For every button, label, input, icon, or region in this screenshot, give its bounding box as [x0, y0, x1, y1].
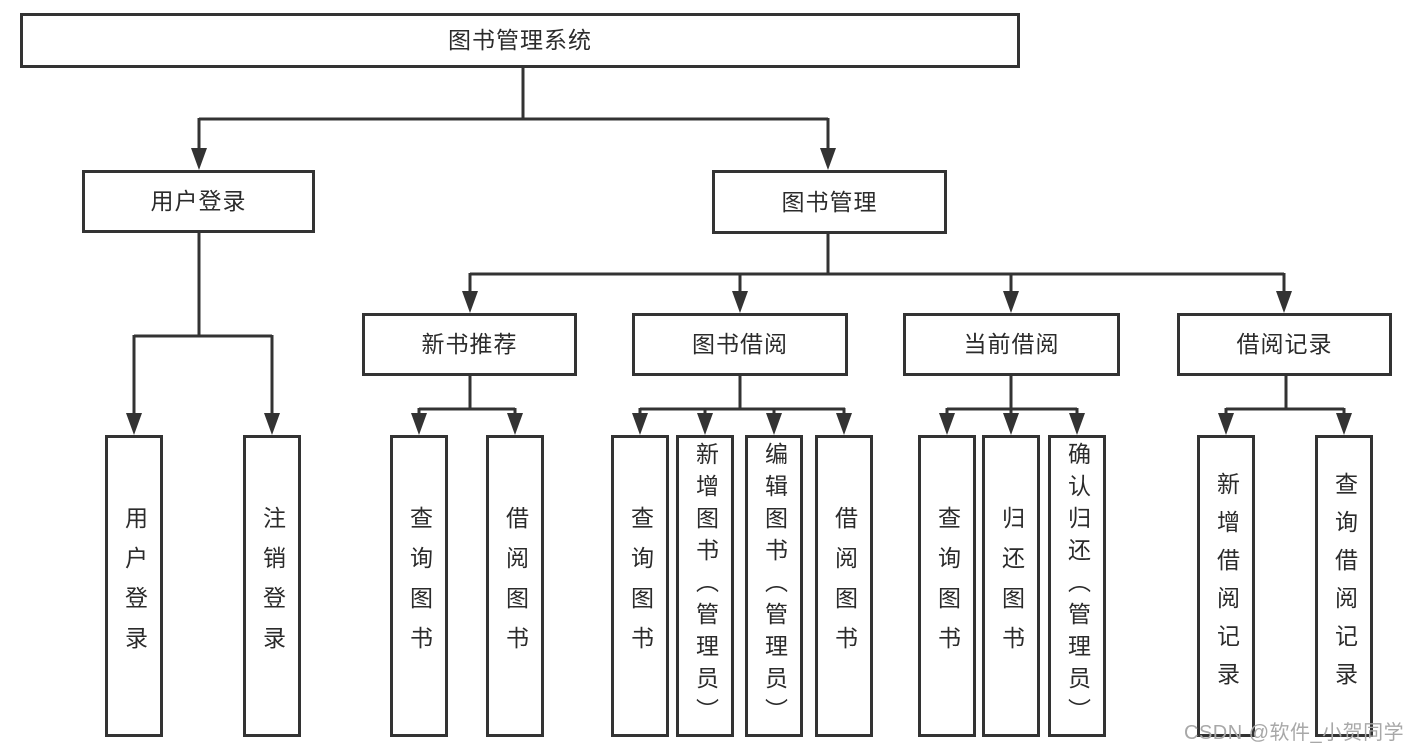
- leaf-query-borrow-record: 查询借阅记录: [1315, 435, 1373, 737]
- leaf-confirm-return-admin-label: 确认归还（管理员）: [1064, 442, 1091, 730]
- node-book-management-label: 图书管理: [781, 188, 878, 215]
- leaf-confirm-return-admin: 确认归还（管理员）: [1048, 435, 1106, 737]
- leaf-user-login-label: 用户登录: [121, 506, 148, 666]
- node-user-login: 用户登录: [82, 170, 315, 233]
- leaf-logout-login: 注销登录: [243, 435, 301, 737]
- leaf-borrow-book-label: 借阅图书: [831, 506, 858, 666]
- node-user-login-label: 用户登录: [150, 188, 247, 214]
- leaf-logout-login-label: 注销登录: [259, 506, 286, 666]
- node-new-book-recommend-label: 新书推荐: [421, 331, 518, 357]
- node-root-label: 图书管理系统: [448, 27, 592, 53]
- node-current-borrowing: 当前借阅: [903, 313, 1120, 376]
- leaf-add-book-admin: 新增图书（管理员）: [676, 435, 734, 737]
- node-current-borrowing-label: 当前借阅: [963, 331, 1060, 357]
- leaf-query-book-borrowing-label: 查询图书: [627, 506, 654, 666]
- node-book-management: 图书管理: [712, 170, 947, 234]
- node-new-book-recommend: 新书推荐: [362, 313, 577, 376]
- leaf-add-borrow-record: 新增借阅记录: [1197, 435, 1255, 737]
- leaf-borrow-book-recommend: 借阅图书: [486, 435, 544, 737]
- leaf-return-book-label: 归还图书: [998, 506, 1025, 666]
- node-book-borrowing: 图书借阅: [632, 313, 848, 376]
- watermark: CSDN @软件_小贺同学: [1184, 722, 1405, 744]
- leaf-add-book-admin-label: 新增图书（管理员）: [692, 442, 719, 730]
- leaf-query-book-borrowing: 查询图书: [611, 435, 669, 737]
- leaf-query-book-current-label: 查询图书: [934, 506, 961, 666]
- leaf-query-book-current: 查询图书: [918, 435, 976, 737]
- node-book-borrowing-label: 图书借阅: [692, 331, 788, 357]
- node-root: 图书管理系统: [20, 13, 1020, 68]
- leaf-edit-book-admin: 编辑图书（管理员）: [745, 435, 803, 737]
- leaf-query-book-recommend-label: 查询图书: [406, 506, 433, 666]
- leaf-borrow-book-recommend-label: 借阅图书: [502, 506, 529, 666]
- node-borrow-records-label: 借阅记录: [1236, 331, 1333, 357]
- leaf-query-borrow-record-label: 查询借阅记录: [1331, 472, 1358, 700]
- leaf-add-borrow-record-label: 新增借阅记录: [1213, 472, 1240, 700]
- leaf-query-book-recommend: 查询图书: [390, 435, 448, 737]
- leaf-user-login: 用户登录: [105, 435, 163, 737]
- leaf-return-book: 归还图书: [982, 435, 1040, 737]
- leaf-borrow-book: 借阅图书: [815, 435, 873, 737]
- node-borrow-records: 借阅记录: [1177, 313, 1392, 376]
- leaf-edit-book-admin-label: 编辑图书（管理员）: [761, 442, 788, 730]
